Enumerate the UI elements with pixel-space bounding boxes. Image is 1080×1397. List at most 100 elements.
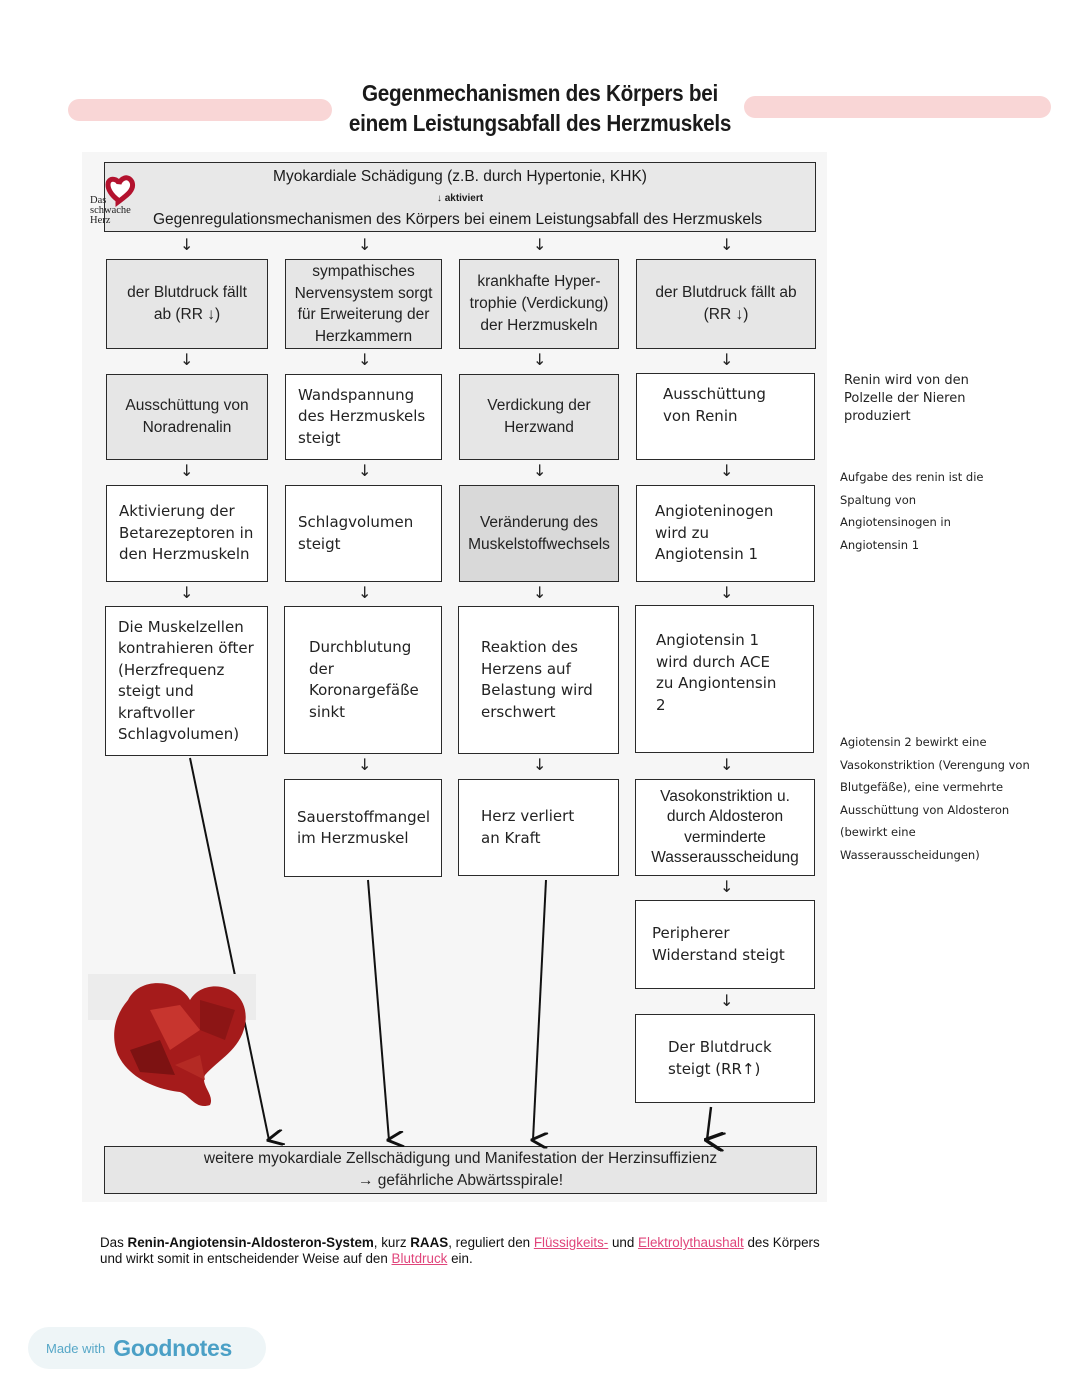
box-text: Veränderung des Muskelstoffwechsels: [468, 513, 610, 553]
box-text: der Blutdruck fällt ab (RR ↓): [655, 284, 797, 323]
box-text: Der Blutdruck steigt (RR↑): [668, 1038, 772, 1078]
page-title: Gegenmechanismen des Körpers bei einem L…: [324, 78, 756, 138]
box-text: Wandspannung des Herzmuskels steigt: [298, 385, 426, 447]
arrow-down-icon: ↓: [358, 755, 372, 774]
box-text: Durchblutung der Koronargefäße sinkt: [309, 638, 419, 721]
top-box-line-1: Myokardiale Schädigung (z.B. durch Hyper…: [273, 168, 647, 185]
footer-raas-full: Renin-Angiotensin-Aldosteron-System: [127, 1235, 374, 1250]
box-col4-renin: Ausschüttung von Renin: [636, 373, 815, 460]
arrow-down-icon: ↓: [533, 583, 547, 602]
title-line-1: Gegenmechanismen des Körpers bei: [361, 80, 719, 106]
footer-text: Das: [100, 1235, 128, 1250]
box-col3-loses-force: Herz verliert an Kraft: [458, 779, 619, 876]
long-arrow-col4: [707, 1106, 711, 1140]
box-col4-vasoconstriction: Vasokonstriktion u. durch Aldosteron ver…: [635, 779, 815, 876]
long-arrow-col2: [367, 879, 389, 1140]
bottom-box-downward-spiral: weitere myokardiale Zellschädigung und M…: [104, 1146, 817, 1194]
box-col3-wall-thickening: Verdickung der Herzwand: [459, 374, 619, 460]
box-col2-coronary-flow: Durchblutung der Koronargefäße sinkt: [284, 606, 442, 754]
badge-brand: Goodnotes: [113, 1334, 232, 1361]
box-col4-ace: Angiotensin 1 wird durch ACE zu Angionte…: [635, 605, 814, 753]
top-box-myocardial-damage: Myokardiale Schädigung (z.B. durch Hyper…: [104, 162, 816, 232]
arrow-down-icon: ↓: [533, 461, 547, 480]
note-renin-origin: Renin wird von den Polzelle der Nieren p…: [844, 373, 969, 424]
box-text: Schlagvolumen steigt: [298, 513, 414, 553]
box-text: Reaktion des Herzens auf Belastung wird …: [481, 638, 593, 721]
box-text: Die Muskelzellen kontrahieren öfter (Her…: [118, 617, 254, 744]
link-electrolyte-balance[interactable]: Elektrolythaushalt: [638, 1235, 744, 1250]
arrow-down-icon: ↓: [720, 350, 734, 369]
box-text: krankhafte Hyper- trophie (Verdickung) d…: [469, 273, 609, 334]
arrow-down-icon: ↓: [358, 461, 372, 480]
box-text: der Blutdruck fällt ab (RR ↓): [127, 284, 247, 323]
arrow-down-icon: ↓: [180, 235, 194, 254]
box-text: Sauerstoffmangel im Herzmuskel: [297, 807, 431, 848]
raas-description: Das Renin-Angiotensin-Aldosteron-System,…: [100, 1235, 860, 1267]
arrow-down-icon: ↓: [720, 583, 734, 602]
box-col4-angiotensinogen: Angioteninogen wird zu Angiotensin 1: [636, 485, 815, 582]
box-col1-bp-falls: der Blutdruck fällt ab (RR ↓): [106, 259, 268, 349]
box-col3-metabolism: Veränderung des Muskelstoffwechsels: [459, 485, 619, 582]
bottom-box-line-2: → gefährliche Abwärtsspirale!: [357, 1172, 564, 1189]
box-text: Verdickung der Herzwand: [487, 397, 591, 436]
arrow-down-icon: ↓: [358, 583, 372, 602]
box-col2-stroke-volume: Schlagvolumen steigt: [285, 485, 442, 582]
note-renin-task: Aufgabe des renin ist die Spaltung von A…: [840, 470, 984, 552]
arrow-down-icon: ↓: [720, 461, 734, 480]
footer-text: des Körpers: [743, 1235, 820, 1250]
box-col2-oxygen-lack: Sauerstoffmangel im Herzmuskel: [284, 779, 442, 877]
arrow-down-icon: ↓: [720, 991, 734, 1010]
arrow-down-icon: ↓: [533, 755, 547, 774]
long-arrow-col1: [189, 757, 269, 1140]
arrow-down-icon: ↓: [720, 755, 734, 774]
box-col2-wall-tension: Wandspannung des Herzmuskels steigt: [285, 374, 442, 460]
footer-raas-short: RAAS: [410, 1235, 449, 1250]
goodnotes-badge[interactable]: Made with Goodnotes: [28, 1327, 266, 1369]
long-arrow-col3: [533, 879, 546, 1140]
footer-text: , kurz: [373, 1235, 411, 1250]
logo-line-3: Herz: [90, 215, 111, 226]
title-highlight-right: [744, 96, 1051, 118]
logo-line-2: schwache: [90, 205, 131, 216]
box-col4-bp-falls: der Blutdruck fällt ab (RR ↓): [636, 259, 816, 349]
note-angiotensin2: Agiotensin 2 bewirkt eine Vasokonstrikti…: [840, 735, 1030, 862]
arrow-down-icon: ↓: [720, 235, 734, 254]
arrow-down-icon: ↓: [533, 235, 547, 254]
box-col1-beta-receptors: Aktivierung der Betarezeptoren in den He…: [106, 485, 268, 582]
link-blood-pressure[interactable]: Blutdruck: [391, 1251, 448, 1266]
arrow-down-icon: ↓: [180, 583, 194, 602]
heart-icon: [105, 175, 136, 207]
box-text: Angiotensin 1 wird durch ACE zu Angionte…: [656, 631, 777, 714]
bottom-box-line-1: weitere myokardiale Zellschädigung und M…: [203, 1150, 718, 1167]
box-text: Ausschüttung von Noradrenalin: [125, 397, 249, 436]
logo-text: Das schwache Herz: [90, 195, 131, 226]
box-text: Angioteninogen wird zu Angiotensin 1: [655, 502, 774, 564]
arrow-down-icon: ↓: [720, 877, 734, 896]
box-text: Aktivierung der Betarezeptoren in den He…: [119, 502, 254, 564]
box-col1-contraction: Die Muskelzellen kontrahieren öfter (Her…: [105, 606, 268, 756]
footer-text: und: [608, 1235, 639, 1250]
top-box-activates: ↓ aktiviert: [436, 193, 484, 204]
arrow-down-icon: ↓: [358, 235, 372, 254]
arrow-down-icon: ↓: [180, 350, 194, 369]
box-col4-peripheral-resistance: Peripherer Widerstand steigt: [635, 900, 815, 989]
heart-sticker-icon: [88, 974, 256, 1107]
box-text: Peripherer Widerstand steigt: [652, 924, 785, 964]
box-text: Ausschüttung von Renin: [663, 385, 766, 425]
arrow-down-icon: ↓: [533, 350, 547, 369]
box-col1-noradrenalin: Ausschüttung von Noradrenalin: [106, 374, 268, 460]
badge-made-with: Made with: [46, 1340, 106, 1356]
top-box-line-2: Gegenregulationsmechanismen des Körpers …: [153, 211, 763, 228]
link-fluid-balance[interactable]: Flüssigkeits-: [533, 1235, 609, 1250]
box-text: Vasokonstriktion u. durch Aldosteron ver…: [651, 787, 799, 867]
box-col2-sympathetic: sympathisches Nervensystem sorgt für Erw…: [285, 259, 442, 349]
box-text: sympathisches Nervensystem sorgt für Erw…: [294, 263, 433, 345]
box-text: Herz verliert an Kraft: [481, 807, 575, 847]
logo-line-1: Das: [90, 195, 107, 206]
footer-text: , reguliert den: [448, 1235, 534, 1250]
footer-text: ein.: [447, 1251, 473, 1266]
box-col4-bp-rises: Der Blutdruck steigt (RR↑): [635, 1014, 815, 1103]
footer-text: und wirkt somit in entscheidender Weise …: [100, 1251, 392, 1266]
title-highlight-left: [68, 99, 332, 121]
